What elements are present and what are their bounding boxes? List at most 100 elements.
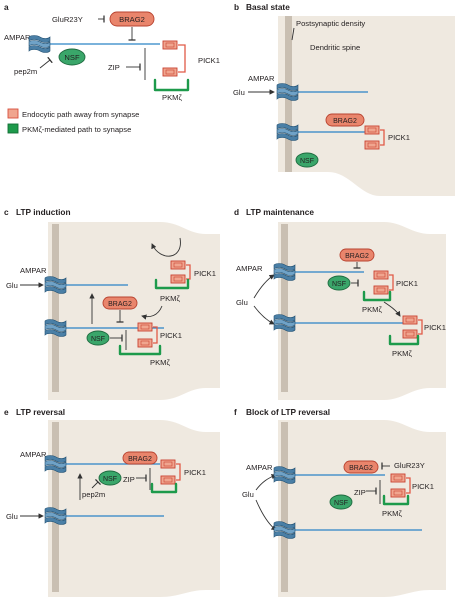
panel-b-psd-pointer bbox=[291, 27, 295, 41]
panel-f-ampar-label: AMPAR bbox=[246, 463, 273, 472]
panel-d-dendritic-spine bbox=[278, 222, 446, 400]
panel-b-title: Basal state bbox=[246, 2, 290, 12]
panel-c-pkmz-top-label: PKMζ bbox=[160, 294, 180, 303]
panel-d-pkmz-bottom-label: PKMζ bbox=[392, 349, 412, 358]
panel-a-nsf-label: NSF bbox=[64, 53, 80, 62]
panel-a-pick1-connector bbox=[178, 44, 186, 73]
panel-d-glu-arrow-down bbox=[253, 305, 275, 325]
panel-e-pep2m-inhibit bbox=[91, 479, 101, 489]
panel-a-brag2-label: BRAG2 bbox=[119, 15, 145, 24]
panel-d-ampar-label: AMPAR bbox=[236, 264, 263, 273]
panel-f-pick1-a bbox=[390, 473, 406, 483]
panel-c-pick1-top-b bbox=[170, 274, 186, 284]
panel-c-nsf-oval bbox=[86, 330, 110, 346]
panel-f-glu-arrow-up bbox=[255, 474, 277, 491]
panel-e-dendritic-spine bbox=[48, 420, 220, 597]
panel-d-pick1-bottom-a bbox=[402, 315, 418, 325]
panel-f-letter: f bbox=[234, 407, 237, 417]
panel-f-pick1-connector bbox=[406, 477, 411, 494]
panel-d-cycle-arrow bbox=[383, 301, 401, 317]
panel-c-cycle-arrow-top bbox=[151, 237, 181, 257]
panel-d-nsf-label: NSF bbox=[332, 281, 346, 288]
panel-e-pep2m-label: pep2m bbox=[82, 490, 105, 499]
panel-f: f Block of LTP reversal AMPAR Glu BRAG2 … bbox=[234, 407, 446, 597]
panel-f-nsf-oval bbox=[329, 494, 353, 510]
panel-e-zip-label: ZIP bbox=[123, 475, 135, 484]
panel-e-brag2-label: BRAG2 bbox=[128, 456, 152, 463]
panel-c-letter: c bbox=[4, 207, 9, 217]
panel-a-pick1-bottom bbox=[162, 67, 178, 77]
panel-a-glur23y-label: GluR23Y bbox=[52, 15, 83, 24]
panel-c-pick1-bottom-b bbox=[137, 338, 153, 348]
panel-d: d LTP maintenance AMPAR Glu BRAG2 NSF PI… bbox=[234, 207, 446, 400]
legend-endocytic-swatch bbox=[7, 108, 19, 119]
panel-d-letter: d bbox=[234, 207, 239, 217]
panel-e-pick1-label: PICK1 bbox=[184, 468, 206, 477]
panel-d-title: LTP maintenance bbox=[246, 207, 314, 217]
panel-d-postsynaptic-density bbox=[281, 224, 288, 392]
panel-c-pick1-top-a bbox=[170, 260, 186, 270]
panel-b-ampar-label: AMPAR bbox=[248, 74, 275, 83]
panel-c-nsf-label: NSF bbox=[91, 336, 105, 343]
panel-a: a AMPAR GluR23Y BRAG2 NSF pep2m ZIP PICK… bbox=[4, 2, 220, 134]
panel-e-nsf-label: NSF bbox=[103, 476, 117, 483]
panel-d-pick1-top-a bbox=[373, 270, 389, 280]
panel-c-title: LTP induction bbox=[16, 207, 71, 217]
panel-e-glu-label: Glu bbox=[6, 512, 18, 521]
panel-c-brag2-label: BRAG2 bbox=[108, 301, 132, 308]
panel-a-pkmz-path bbox=[153, 78, 190, 92]
panel-d-pkmz-bottom-path bbox=[388, 334, 420, 346]
legend-pkmz-swatch bbox=[7, 123, 19, 134]
panel-c-pick1-bottom-connector bbox=[153, 326, 158, 344]
panel-e: e LTP reversal AMPAR Glu BRAG2 NSF ZIP p… bbox=[4, 407, 220, 597]
panel-e-pkmz-path bbox=[150, 482, 178, 494]
panel-f-pick1-label: PICK1 bbox=[412, 482, 434, 491]
panel-d-pick1-top-connector bbox=[389, 274, 394, 291]
panel-a-nsf-oval bbox=[58, 48, 86, 66]
panel-a-pep2m-label: pep2m bbox=[14, 67, 37, 76]
panel-a-zip-label: ZIP bbox=[108, 63, 120, 72]
panel-c-pick1-bottom-a bbox=[137, 322, 153, 332]
panel-d-pick1-bottom-label: PICK1 bbox=[424, 323, 446, 332]
panel-f-postsynaptic-density bbox=[281, 422, 288, 592]
panel-f-glu-label: Glu bbox=[242, 490, 254, 499]
panel-f-zip-label: ZIP bbox=[354, 488, 366, 497]
panel-d-pick1-bottom-connector bbox=[418, 319, 423, 335]
panel-f-brag2-oval bbox=[343, 460, 379, 474]
panel-b-pick1-top bbox=[364, 125, 380, 135]
panel-f-nsf-label: NSF bbox=[334, 500, 348, 507]
panel-b-dendritic-spine bbox=[278, 16, 455, 196]
panel-a-letter: a bbox=[4, 2, 9, 12]
panel-a-ampar-receptor bbox=[28, 35, 51, 53]
panel-e-ampar-label: AMPAR bbox=[20, 450, 47, 459]
panel-d-pick1-top-label: PICK1 bbox=[396, 279, 418, 288]
panel-f-pkmz-label: PKMζ bbox=[382, 509, 402, 518]
panel-e-postsynaptic-density bbox=[52, 422, 59, 592]
panel-c-pick1-top-label: PICK1 bbox=[194, 269, 216, 278]
panel-e-title: LTP reversal bbox=[16, 407, 65, 417]
panel-b-glu-label: Glu bbox=[233, 88, 245, 97]
panel-c-pick1-bottom-label: PICK1 bbox=[160, 331, 182, 340]
panel-b-psd-label: Postsynaptic density bbox=[296, 19, 365, 28]
panel-e-pick1-b bbox=[160, 475, 176, 485]
panel-b-letter: b bbox=[234, 2, 239, 12]
panel-a-ampar-label: AMPAR bbox=[4, 33, 31, 42]
panel-e-brag2-oval bbox=[122, 451, 158, 465]
panel-a-pick1-top bbox=[162, 40, 178, 50]
panel-b-pick1-bottom bbox=[364, 140, 380, 150]
panel-a-pick1-label: PICK1 bbox=[198, 56, 220, 65]
panel-e-pick1-a bbox=[160, 459, 176, 469]
panel-d-brag2-oval bbox=[339, 248, 375, 262]
panel-f-title: Block of LTP reversal bbox=[246, 407, 330, 417]
legend-endocytic-label: Endocytic path away from synapse bbox=[22, 110, 139, 119]
panel-b-nsf-label: NSF bbox=[300, 158, 314, 165]
panel-d-glu-label: Glu bbox=[236, 298, 248, 307]
panel-f-dendritic-spine bbox=[278, 420, 446, 597]
panel-c-ampar-label: AMPAR bbox=[20, 266, 47, 275]
panel-f-glu-arrow-down bbox=[255, 499, 277, 531]
panel-e-nsf-oval bbox=[98, 470, 122, 486]
legend-pkmz-label: PKMζ-mediated path to synapse bbox=[22, 125, 131, 134]
panel-c-cycle-arrow-down bbox=[141, 305, 163, 320]
panel-b-nsf-oval bbox=[295, 152, 319, 168]
